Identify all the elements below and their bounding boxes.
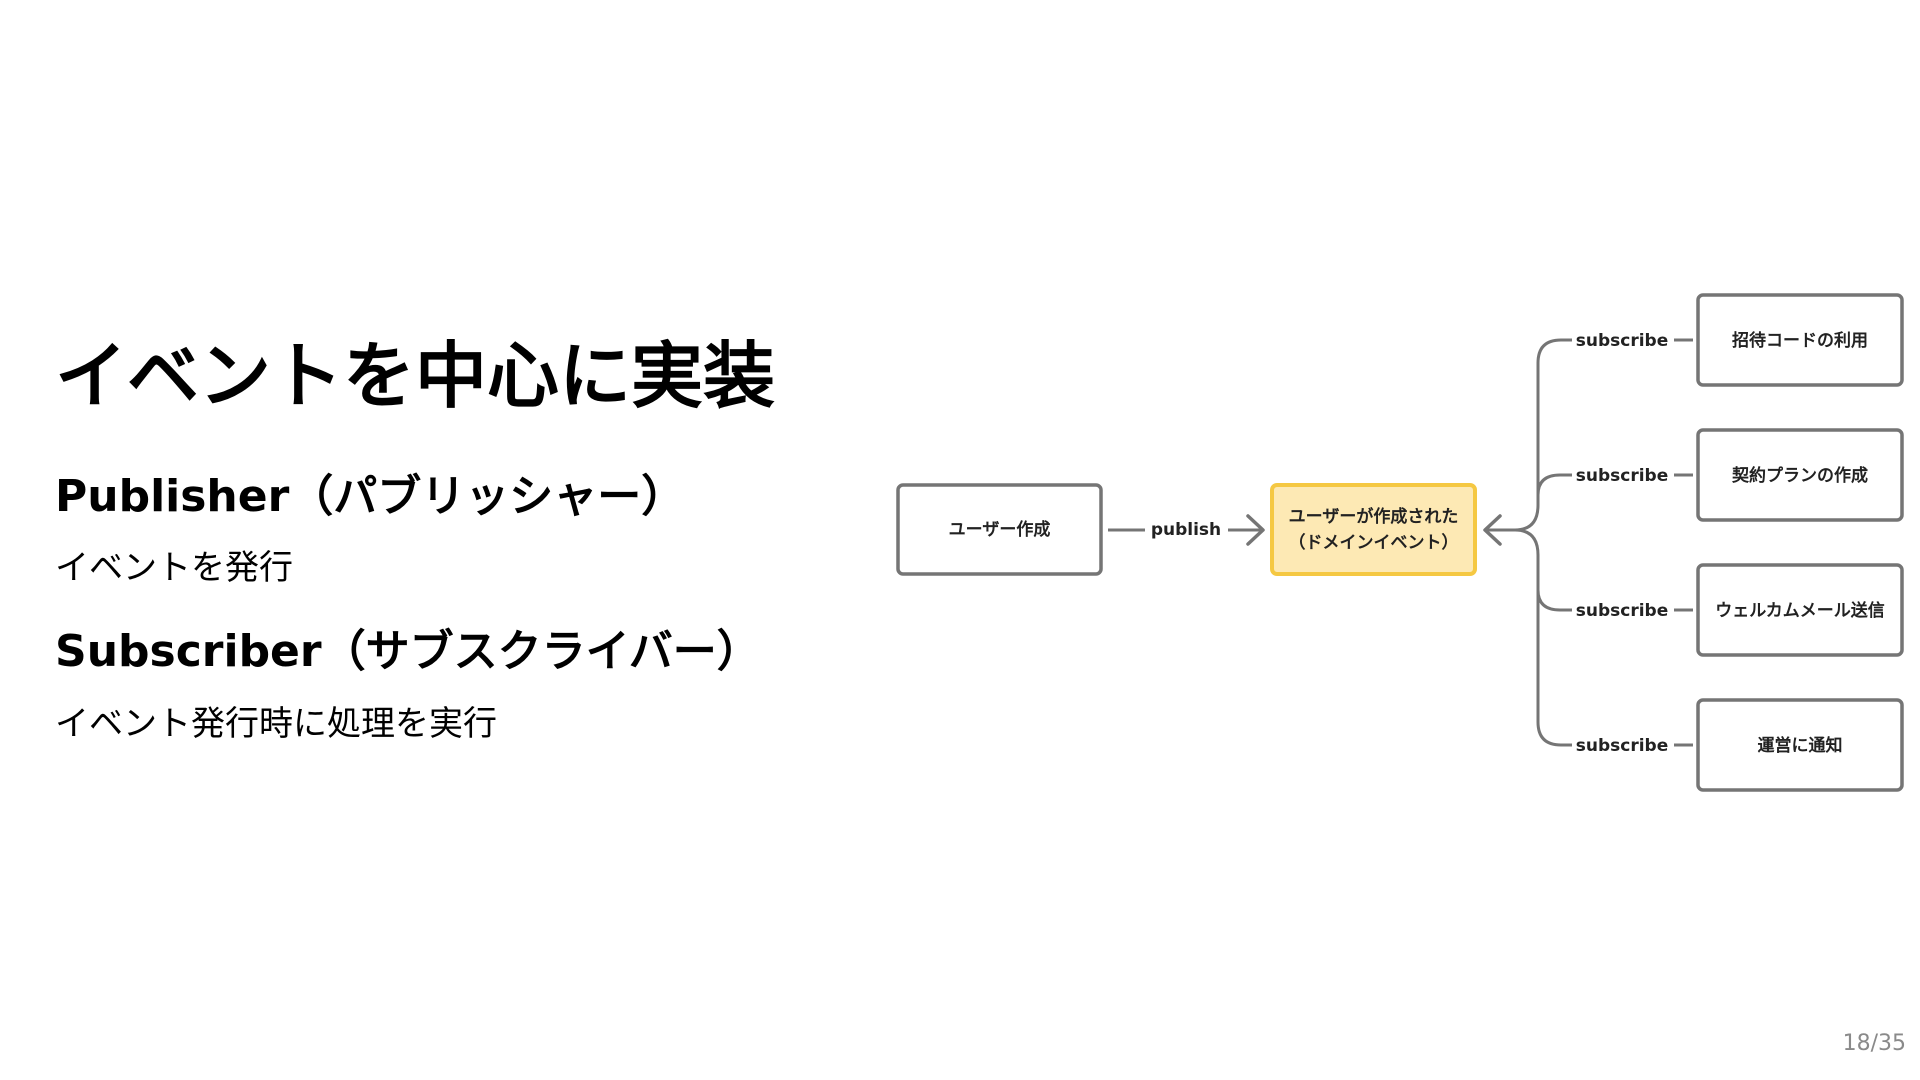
subscriber-term: Subscriber（サブスクライバー） — [55, 626, 761, 677]
subscriber-node-label: 運営に通知 — [1758, 735, 1843, 756]
subscriber-node — [1696, 698, 1904, 792]
subscriber-description: イベント発行時に処理を実行 — [55, 704, 497, 744]
subscriber-row: subscribe ウェルカムメール送信 — [1576, 563, 1904, 657]
publish-edge-label: publish — [1151, 520, 1221, 540]
publisher-description: イベントを発行 — [55, 548, 293, 588]
subscriber-row: subscribe 招待コードの利用 — [1576, 293, 1904, 387]
subscribe-branch-3 — [1536, 589, 1572, 612]
subscribe-edge-label: subscribe — [1576, 331, 1669, 351]
subscriber-node — [1696, 293, 1904, 387]
subscriber-node-label: 招待コードの利用 — [1732, 330, 1868, 351]
source-node — [896, 483, 1103, 576]
subscriber-node-label: 契約プランの作成 — [1731, 465, 1868, 486]
publish-arrowhead — [1246, 514, 1265, 546]
source-node-label: ユーザー作成 — [949, 519, 1051, 540]
subscriber-row: subscribe 契約プランの作成 — [1576, 428, 1904, 522]
domain-event-node — [1270, 483, 1477, 576]
subscribe-edge-label: subscribe — [1576, 466, 1669, 486]
page-number: 18/35 — [1842, 1031, 1906, 1056]
domain-event-label-line2: （ドメインイベント） — [1289, 532, 1459, 553]
subscribe-branch-top — [1514, 338, 1572, 532]
domain-event-label-line1: ユーザーが作成された — [1289, 506, 1459, 527]
subscriber-node — [1696, 428, 1904, 522]
subscribe-branch-bottom — [1514, 528, 1572, 747]
slide-title: イベントを中心に実装 — [55, 334, 776, 418]
subscriber-row: subscribe 運営に通知 — [1576, 698, 1904, 792]
subscribe-edge-label: subscribe — [1576, 736, 1669, 756]
subscribe-branch-2 — [1536, 473, 1572, 496]
subscribe-arrowhead — [1483, 514, 1502, 546]
subscriber-node-label: ウェルカムメール送信 — [1715, 600, 1885, 621]
subscriber-node — [1696, 563, 1904, 657]
publisher-term: Publisher（パブリッシャー） — [55, 471, 686, 522]
subscribe-edge-label: subscribe — [1576, 601, 1669, 621]
